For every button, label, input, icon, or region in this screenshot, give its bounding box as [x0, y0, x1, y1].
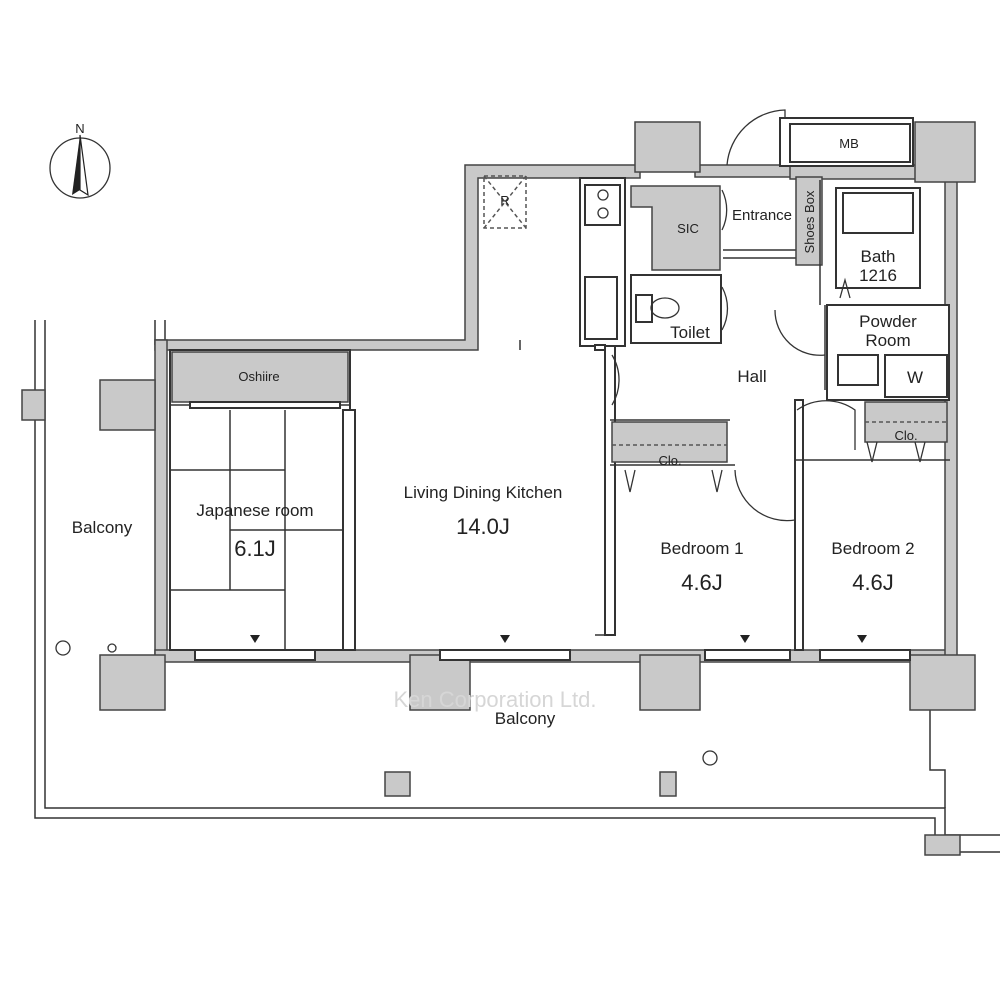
bedroom2-label: Bedroom 2	[831, 539, 914, 558]
toilet-label: Toilet	[670, 323, 710, 342]
ldk-label: Living Dining Kitchen	[404, 483, 563, 502]
japanese-room-size: 6.1J	[234, 536, 276, 561]
refrigerator-label: R	[500, 193, 509, 208]
watermark: Ken Corporation Ltd.	[393, 687, 596, 712]
mb-label: MB	[839, 136, 859, 151]
powder-room-label-1: Powder	[859, 312, 917, 331]
north-compass: N	[49, 121, 111, 199]
windows	[189, 117, 914, 661]
interior-walls	[169, 175, 950, 651]
closet1-label: Clo.	[658, 453, 681, 468]
bath-label: Bath	[861, 247, 896, 266]
doors	[611, 109, 926, 522]
shoes-box-label: Shoes Box	[802, 190, 817, 253]
balcony-bottom-label: Balcony	[495, 709, 556, 728]
balcony-left-label: Balcony	[72, 518, 133, 537]
japanese-room-label: Japanese room	[196, 501, 313, 520]
bath-size: 1216	[859, 266, 897, 285]
bedroom2-size: 4.6J	[852, 570, 894, 595]
compass-label: N	[75, 121, 84, 136]
ldk-size: 14.0J	[456, 514, 510, 539]
bedroom1-size: 4.6J	[681, 570, 723, 595]
closet2-label: Clo.	[894, 428, 917, 443]
structural-columns	[21, 121, 976, 856]
powder-room-label-2: Room	[865, 331, 910, 350]
bedroom1-label: Bedroom 1	[660, 539, 743, 558]
balcony-drains	[55, 640, 718, 766]
washer-label: W	[907, 368, 923, 387]
oshiire-label: Oshiire	[238, 369, 279, 384]
entrance-label: Entrance	[732, 207, 792, 224]
hall-label: Hall	[737, 367, 766, 386]
sic-label: SIC	[677, 221, 699, 236]
